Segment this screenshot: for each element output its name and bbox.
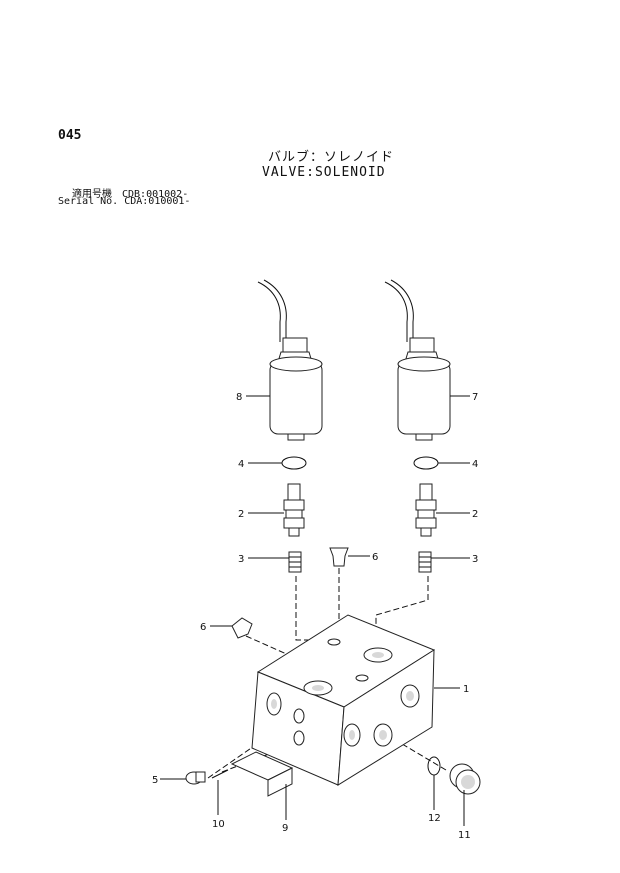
solenoid-coil-right [384,279,451,441]
page-number: 045 [58,128,82,143]
callout-3-left: 3 [238,554,244,565]
valve-cartridge-right [415,483,437,537]
o-ring-left [281,456,307,470]
serial-applicable-line: 適用号機 CDB:001002- [72,189,189,200]
callout-3-right: 3 [472,554,478,565]
o-ring-right [413,456,439,470]
plug-large [449,763,481,795]
screw [211,769,229,779]
seal-ring [427,756,441,776]
callout-1: 1 [463,684,469,695]
plug-small [185,771,206,785]
callout-11: 11 [458,830,471,841]
callout-2-right: 2 [472,509,478,520]
bracket-plate [230,751,294,797]
spring-left [288,551,302,573]
callout-8: 8 [236,392,242,403]
plug-top [329,547,349,567]
title-english: VALVE:SOLENOID [262,165,386,180]
callout-9: 9 [282,823,288,834]
callout-4-left: 4 [238,459,244,470]
solenoid-coil-left [257,279,323,441]
callout-2-left: 2 [238,509,244,520]
callout-6-side: 6 [200,622,206,633]
callout-4-right: 4 [472,459,478,470]
spring-right [418,551,432,573]
callout-10: 10 [212,819,225,830]
callout-7: 7 [472,392,478,403]
callout-5: 5 [152,775,158,786]
valve-body-block [251,614,436,786]
callout-12: 12 [428,813,441,824]
plug-side [231,617,253,639]
serial-number-line: Serial No. CDA:010001- [58,196,191,207]
valve-cartridge-left [283,483,305,537]
title-japanese: バルブ：ソレノイド [268,150,395,165]
callout-6-top: 6 [372,552,378,563]
